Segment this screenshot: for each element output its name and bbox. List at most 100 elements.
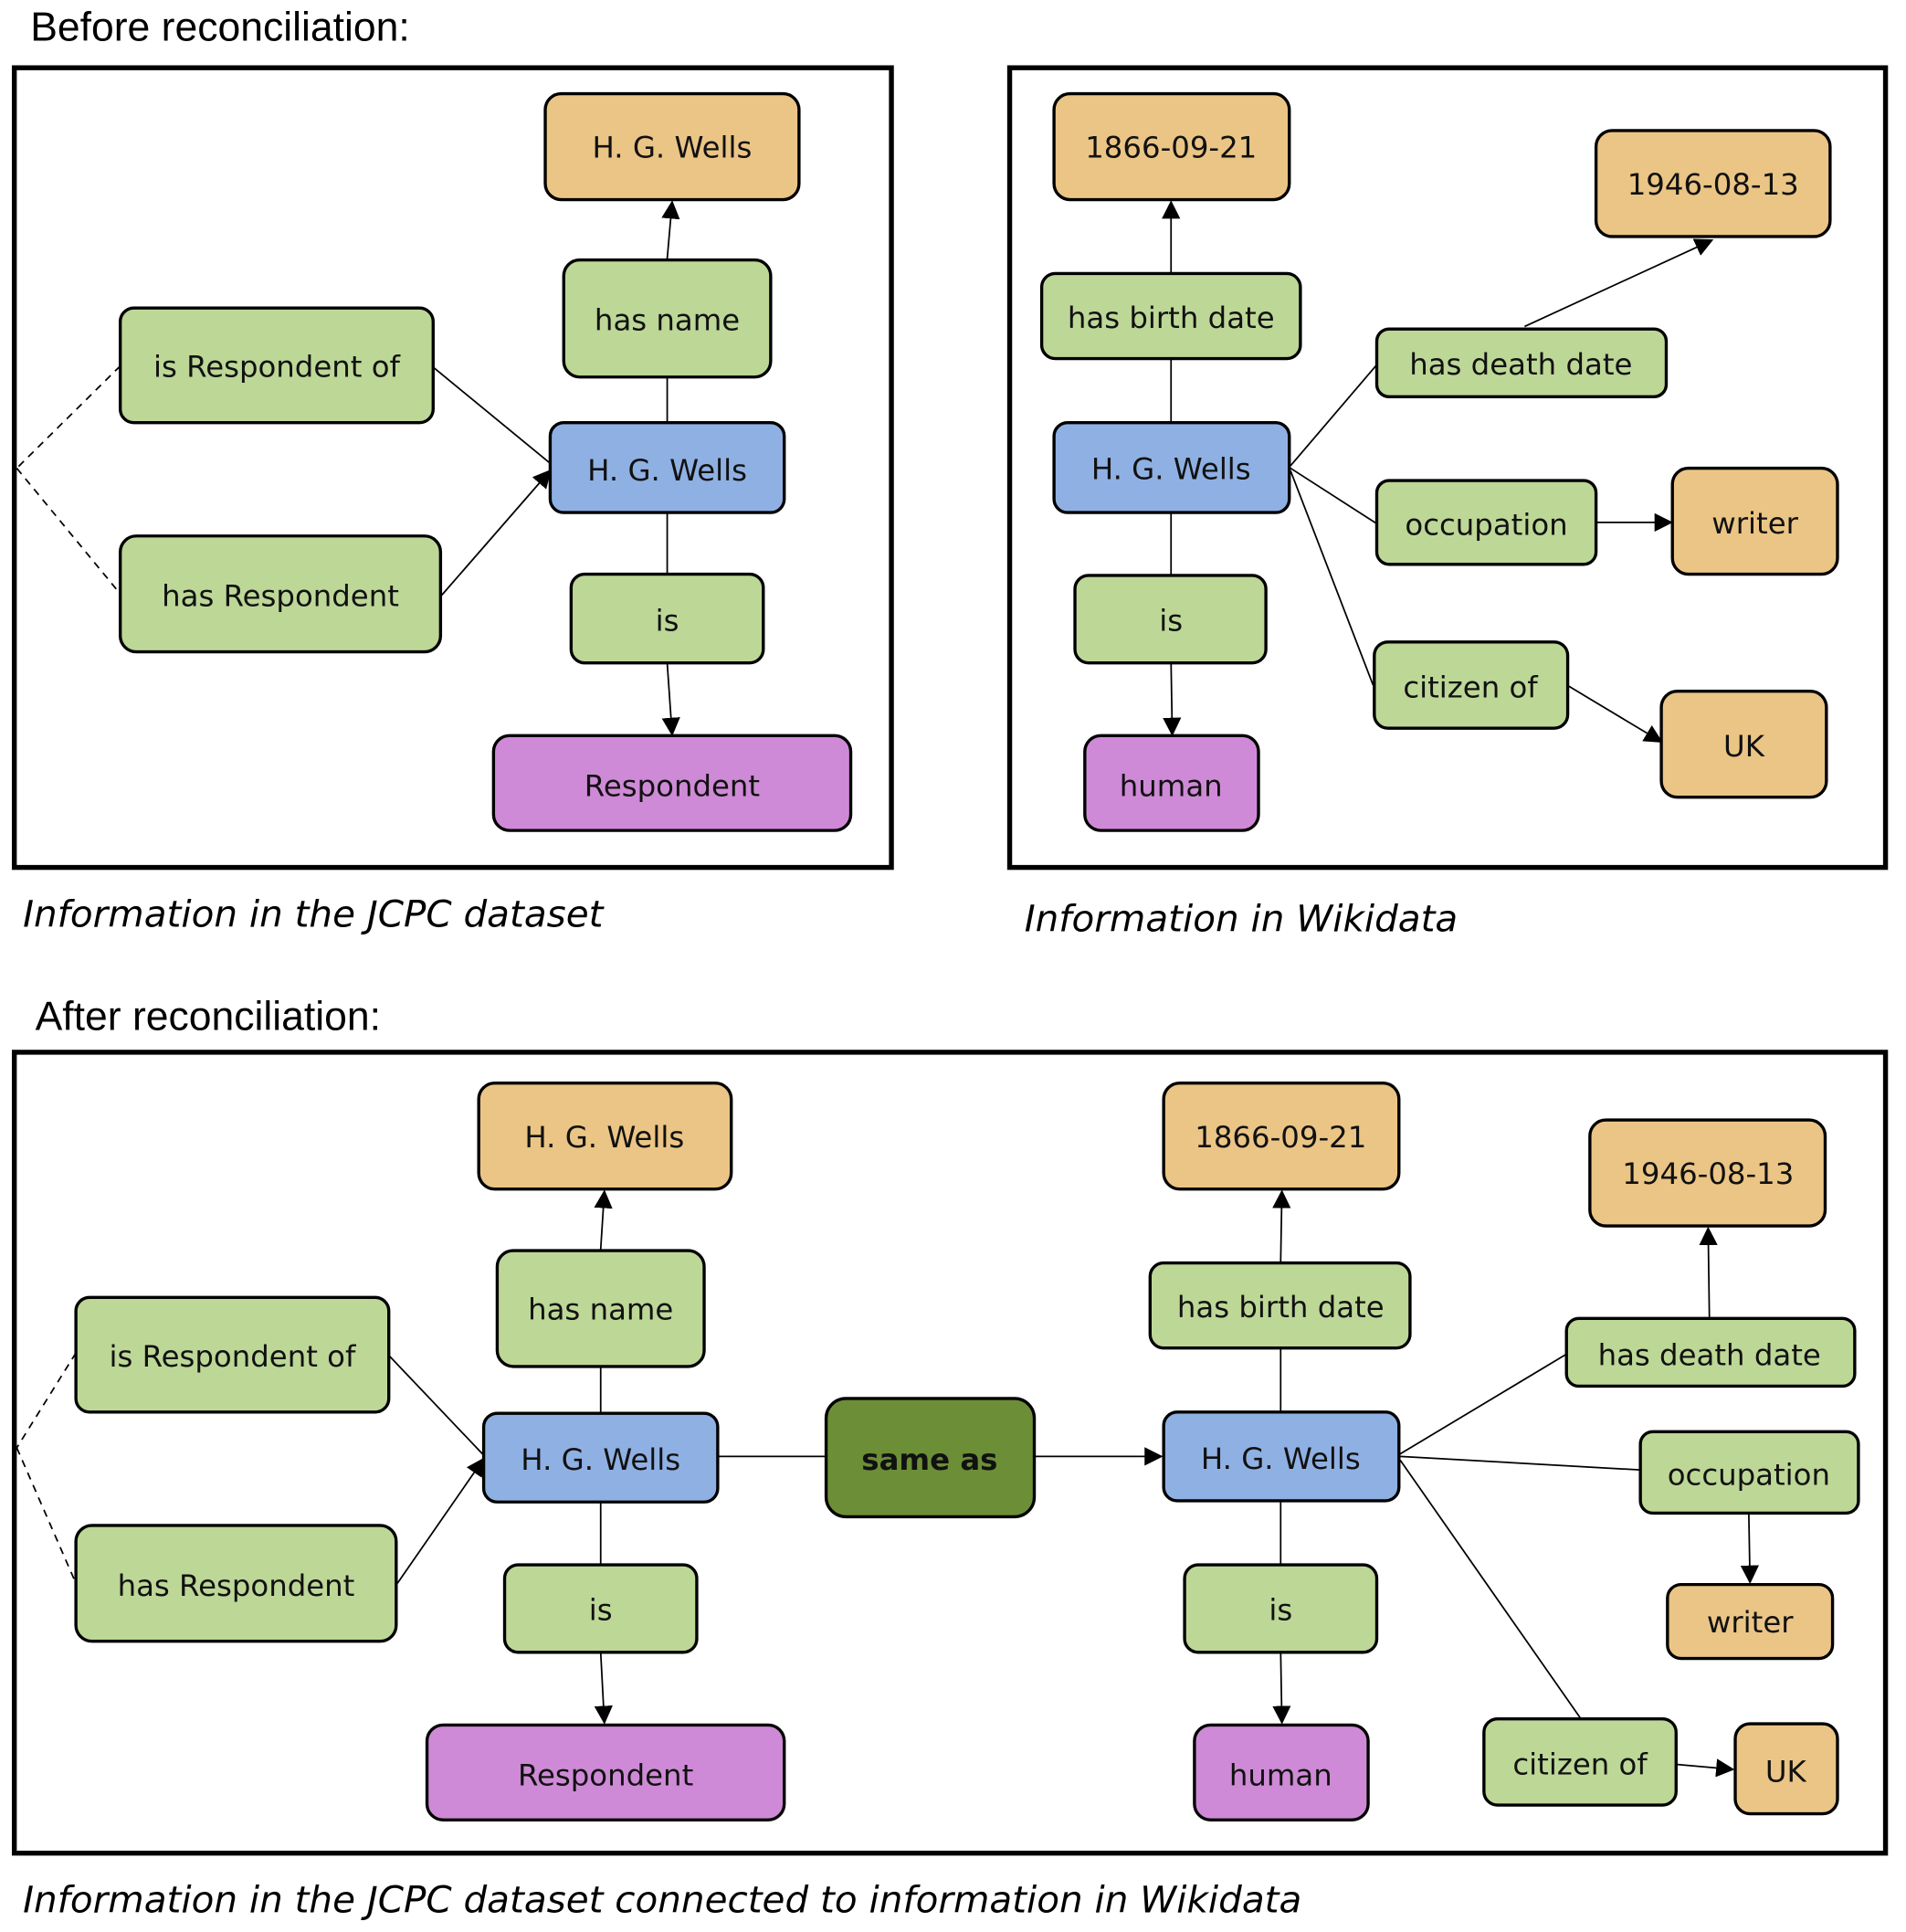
node-label: writer: [1711, 506, 1798, 541]
node-property: has Respondent: [118, 534, 443, 654]
node-property: has birth date: [1148, 1261, 1412, 1350]
edge-death-date-to-literal: [1524, 238, 1714, 328]
edge-citizen-to-uk: [1676, 1758, 1735, 1778]
node-entity: H. G. Wells: [1162, 1410, 1401, 1503]
node-box: [1052, 420, 1291, 514]
jcpc-edges: [16, 200, 680, 736]
node-literal: H. G. Wells: [477, 1081, 733, 1191]
edge-entity-to-death-date: [1290, 364, 1378, 467]
node-literal: H. G. Wells: [543, 91, 801, 202]
node-label: is Respondent of: [109, 1339, 357, 1374]
node-label: Respondent: [584, 768, 760, 803]
node-label: UK: [1765, 1754, 1807, 1789]
node-property: is: [1073, 574, 1268, 665]
node-literal: writer: [1666, 1582, 1835, 1661]
node-label: H. G. Wells: [521, 1442, 680, 1477]
edge-is-to-human: [1163, 662, 1182, 736]
node-class: human: [1083, 734, 1260, 832]
edge-birth-date-to-literal: [1272, 1189, 1291, 1262]
node-literal: 1866-09-21: [1162, 1081, 1401, 1191]
dashed-link-top: [16, 1352, 77, 1449]
dashed-link-top: [16, 364, 121, 470]
wikidata-caption: Information in Wikidata: [1025, 897, 1458, 941]
wikidata-panel: [1006, 65, 1889, 871]
jcpc-caption: Information in the JCPC dataset: [23, 892, 605, 935]
node-label: has death date: [1409, 347, 1632, 382]
node-literal: 1866-09-21: [1052, 91, 1291, 202]
node-label: has birth date: [1068, 301, 1275, 335]
node-label: citizen of: [1512, 1747, 1648, 1781]
node-box: [1374, 327, 1669, 399]
node-label: H. G. Wells: [524, 1120, 684, 1155]
node-entity: H. G. Wells: [1052, 420, 1291, 514]
edge-entity-to-citizen: [1399, 1459, 1581, 1718]
node-box: [569, 572, 765, 665]
dashed-link-bottom: [16, 468, 121, 595]
node-label: is: [1269, 1593, 1292, 1628]
edge-is-to-human: [1272, 1652, 1291, 1725]
node-label: has name: [595, 302, 740, 337]
node-box: [1374, 479, 1598, 566]
node-property: is Respondent of: [74, 1295, 391, 1414]
after-edges: [16, 1189, 1759, 1778]
edge-citizen-to-uk: [1568, 685, 1663, 744]
node-box: [425, 1723, 786, 1821]
node-property: occupation: [1638, 1430, 1860, 1515]
connected-caption: Information in the JCPC dataset connecte…: [23, 1877, 1301, 1921]
wikidata-edges: [1162, 200, 1714, 744]
node-box: [1083, 734, 1260, 832]
node-literal: 1946-08-13: [1588, 1118, 1827, 1228]
edge-has-respondent: [441, 469, 552, 596]
node-box: [495, 1249, 706, 1368]
node-label: 1946-08-13: [1627, 167, 1799, 202]
node-box: [1193, 1723, 1370, 1821]
node-box: [481, 1411, 720, 1504]
node-box: [1162, 1081, 1401, 1191]
edge-is-to-class: [594, 1652, 613, 1725]
node-box: [118, 534, 443, 654]
node-same-as: same as: [824, 1397, 1037, 1519]
node-label: H. G. Wells: [1091, 452, 1251, 487]
node-property: has death date: [1374, 327, 1669, 399]
edge-is-to-class: [661, 662, 680, 736]
edge-is-respondent-of: [388, 1355, 485, 1456]
node-property: has name: [562, 258, 773, 379]
node-property: is: [502, 1563, 699, 1654]
node-label: H. G. Wells: [587, 453, 747, 488]
node-label: 1866-09-21: [1195, 1120, 1366, 1155]
node-property: is: [569, 572, 765, 665]
node-label: has death date: [1598, 1338, 1821, 1373]
node-box: [1659, 690, 1828, 799]
jcpc-panel: [11, 65, 894, 871]
node-label: has Respondent: [118, 1568, 355, 1603]
edge-is-respondent-of: [432, 366, 551, 464]
node-class: Respondent: [425, 1723, 786, 1821]
node-box: [74, 1524, 398, 1643]
node-box: [1666, 1582, 1835, 1661]
node-box: [824, 1397, 1037, 1519]
edge-entity-to-occupation: [1400, 1455, 1641, 1472]
node-label: writer: [1707, 1605, 1794, 1640]
node-property: has birth date: [1039, 271, 1302, 361]
node-property: occupation: [1374, 479, 1598, 566]
node-label: H. G. Wells: [1201, 1441, 1361, 1476]
node-label: is: [656, 604, 679, 639]
node-box: [543, 91, 801, 202]
edge-occupation-to-writer: [1740, 1513, 1759, 1584]
node-literal: UK: [1659, 690, 1828, 799]
node-box: [1073, 574, 1268, 665]
node-property: is Respondent of: [118, 306, 435, 425]
node-box: [477, 1081, 733, 1191]
node-box: [548, 420, 786, 514]
edge-death-date-to-literal: [1699, 1226, 1718, 1317]
node-label: is: [589, 1593, 613, 1628]
node-box: [74, 1295, 391, 1414]
node-box: [118, 306, 435, 425]
node-label: H. G. Wells: [593, 131, 753, 165]
node-box: [1162, 1410, 1401, 1503]
node-property: has Respondent: [74, 1524, 398, 1643]
node-label: same as: [861, 1442, 997, 1477]
node-box: [1564, 1316, 1857, 1388]
node-label: has birth date: [1177, 1290, 1385, 1325]
